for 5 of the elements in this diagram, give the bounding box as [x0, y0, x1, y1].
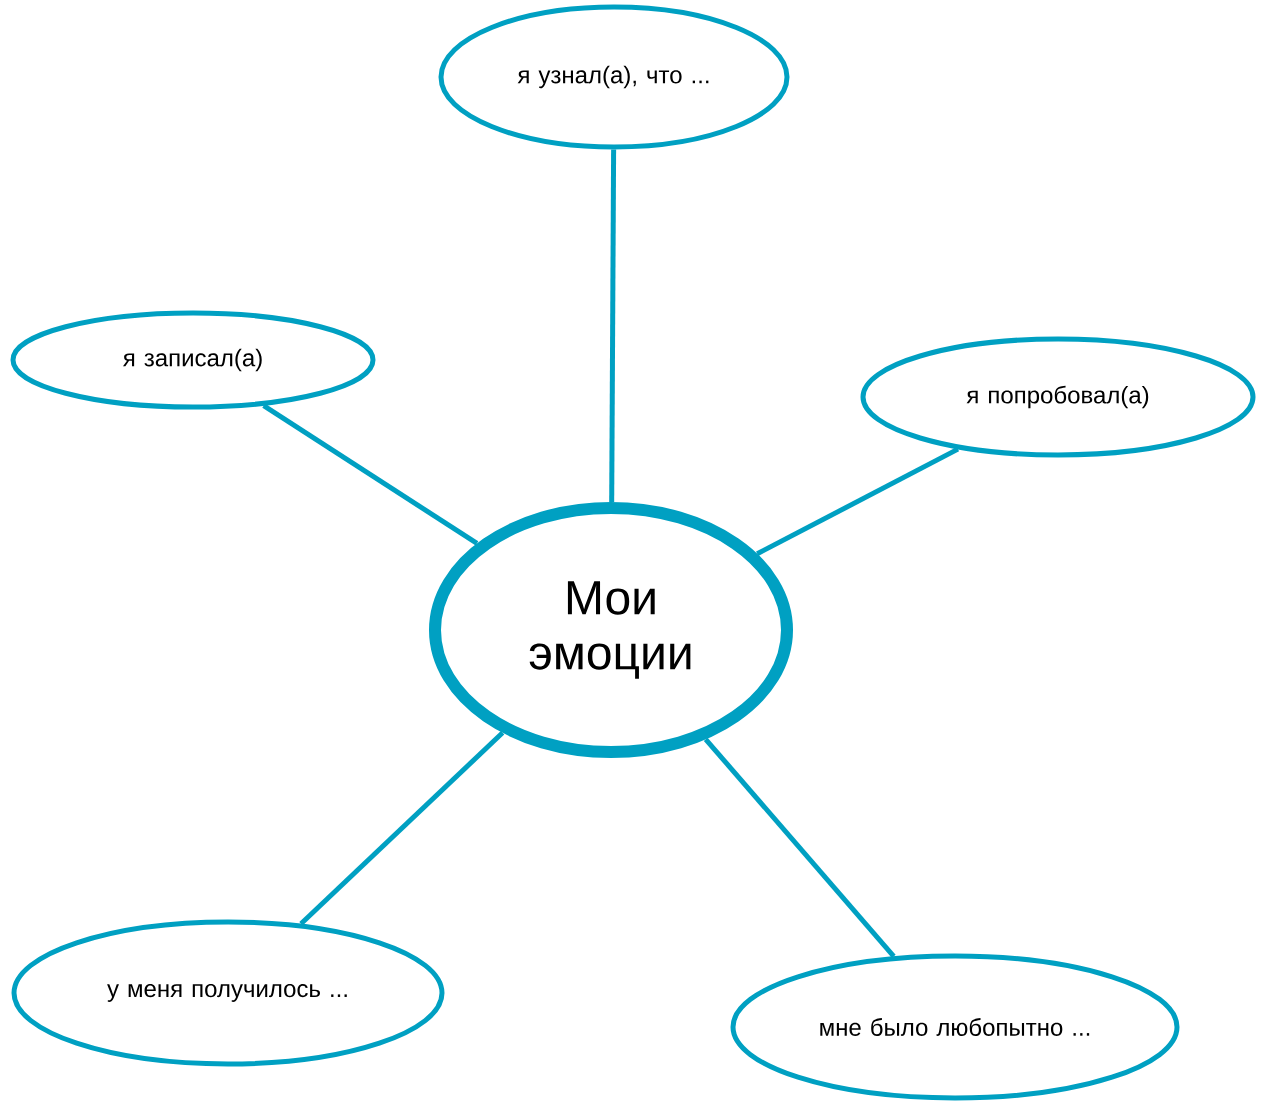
- connector-line: [609, 149, 617, 502]
- connector-line: [703, 737, 896, 958]
- connector-line: [756, 446, 960, 556]
- connector-line: [299, 730, 505, 926]
- connector-line: [262, 403, 479, 546]
